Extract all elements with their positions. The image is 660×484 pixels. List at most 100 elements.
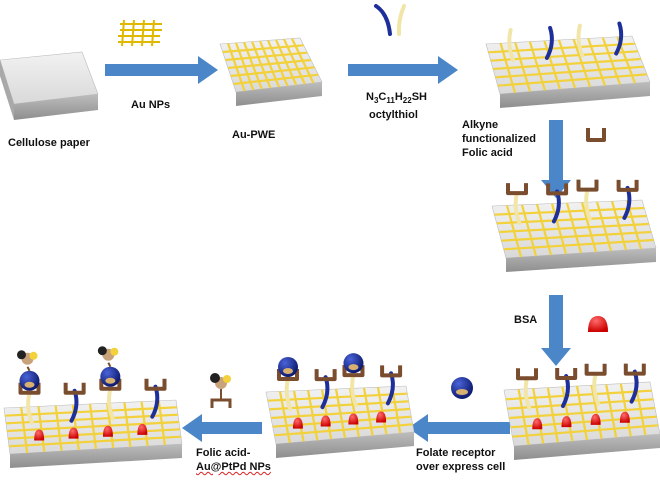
thiol-chain-blue: [614, 21, 624, 56]
cellulose-paper-slab: [0, 51, 99, 120]
mesh-col: [499, 42, 517, 94]
np-tether: [26, 366, 31, 372]
mesh-col: [88, 403, 98, 450]
label-bsa: BSA: [514, 314, 538, 326]
arrow-2: [348, 56, 458, 84]
arrow-1: [105, 56, 218, 84]
folic-linker: [584, 363, 607, 376]
platform-side: [10, 444, 182, 468]
alkyne-line-3: Folic acid: [462, 147, 513, 159]
platform-side: [500, 82, 650, 108]
thiol-chain-cream: [576, 23, 585, 58]
bsa-icon: [588, 316, 608, 332]
folic-linker: [314, 369, 337, 382]
folic-linker: [18, 382, 41, 395]
label-alkyne-folic-acid: Alkyne functionalized Folic acid: [462, 118, 536, 160]
mesh-col: [20, 407, 29, 454]
folic-nanoparticle-icon: [210, 373, 232, 408]
mesh-col: [517, 389, 530, 445]
alkyne-line-1: Alkyne: [462, 119, 499, 131]
thiol-chain-cream: [284, 376, 293, 411]
mesh-col: [505, 205, 523, 258]
folic-linker: [63, 382, 86, 395]
folic-linker: [380, 365, 403, 378]
gold-mesh: [494, 200, 654, 258]
folic-linker: [99, 378, 122, 391]
mesh-col: [610, 200, 628, 251]
mesh-col: [520, 204, 538, 257]
mesh-col: [575, 385, 589, 441]
folic-linker: [623, 363, 646, 376]
cell-core: [348, 364, 359, 371]
mesh-col: [123, 402, 132, 448]
thiol-chain-cream: [592, 371, 601, 406]
bsa-dome: [320, 415, 331, 427]
mesh-col: [550, 203, 568, 255]
mesh-col: [546, 387, 559, 443]
mesh-col: [557, 39, 577, 89]
label-folic-acid-nps: Folic acid- Au@PtPd NPs: [196, 446, 271, 474]
arrow-6: [182, 414, 262, 442]
receptor-cell-icon: [451, 377, 473, 399]
mesh-col: [250, 41, 272, 89]
folic-linker: [616, 179, 639, 192]
folate-line-2: over express cell: [416, 461, 506, 473]
np-au: [29, 351, 38, 360]
cell-core: [105, 377, 116, 384]
arrow-3: [541, 120, 571, 198]
mesh-col: [580, 202, 598, 253]
mesh-col: [514, 42, 532, 92]
mesh-col: [565, 202, 583, 254]
thiol-chain-cream: [513, 191, 522, 226]
folic-linker: [555, 368, 578, 381]
folic-np-line-2: Au@PtPd NPs: [196, 461, 271, 473]
mesh-col: [532, 388, 545, 444]
folic-linker: [546, 183, 569, 196]
platform-thiol: [485, 21, 651, 108]
mesh-col: [283, 38, 306, 85]
alkyne-line-2: functionalized: [462, 133, 536, 145]
gold-mesh: [222, 38, 319, 92]
bsa-dome: [561, 416, 572, 428]
mesh-col: [528, 41, 547, 91]
platform-side: [506, 248, 656, 272]
label-au-pwe: Au-PWE: [232, 129, 276, 141]
receptor-cell: [277, 356, 298, 377]
electrode-platforms: [3, 21, 660, 468]
folic-linker: [144, 378, 167, 391]
arrow-5: [408, 414, 510, 442]
mesh-col: [37, 406, 46, 453]
np-au: [110, 347, 119, 356]
platform-cells: [265, 353, 415, 458]
label-folate-receptor: Folate receptor over express cell: [416, 446, 505, 474]
np-pd: [17, 350, 26, 360]
gold-mesh: [488, 36, 648, 94]
bsa-dome: [102, 425, 113, 437]
folic-linker: [506, 183, 528, 196]
thiol-chain-cream: [106, 386, 115, 421]
mesh-col: [54, 405, 63, 452]
mesh-col: [601, 37, 622, 85]
mesh-col: [334, 388, 347, 439]
folic-linker: [516, 368, 538, 381]
mesh-col: [535, 203, 553, 256]
mesh-col: [226, 43, 246, 92]
label-thiol-name: octylthiol: [369, 109, 418, 121]
mesh-col: [292, 390, 305, 442]
mesh-col: [561, 386, 574, 442]
mesh-col: [619, 383, 632, 437]
flow-arrows: [105, 56, 571, 442]
thiol-chain-blue: [544, 25, 554, 60]
folic-linker: [342, 365, 365, 378]
folic-np-line-1: Folic acid-: [196, 447, 251, 459]
mesh-col: [140, 401, 149, 447]
folate-line-1: Folate receptor: [416, 447, 496, 459]
mesh-col: [595, 201, 613, 252]
label-cellulose-paper: Cellulose paper: [8, 137, 90, 149]
folic-linker: [576, 179, 599, 192]
thiol-chain-cream: [26, 390, 34, 425]
mesh-col: [306, 389, 319, 441]
au-nps-mesh-icon: [118, 19, 162, 47]
np-pd: [97, 346, 107, 356]
